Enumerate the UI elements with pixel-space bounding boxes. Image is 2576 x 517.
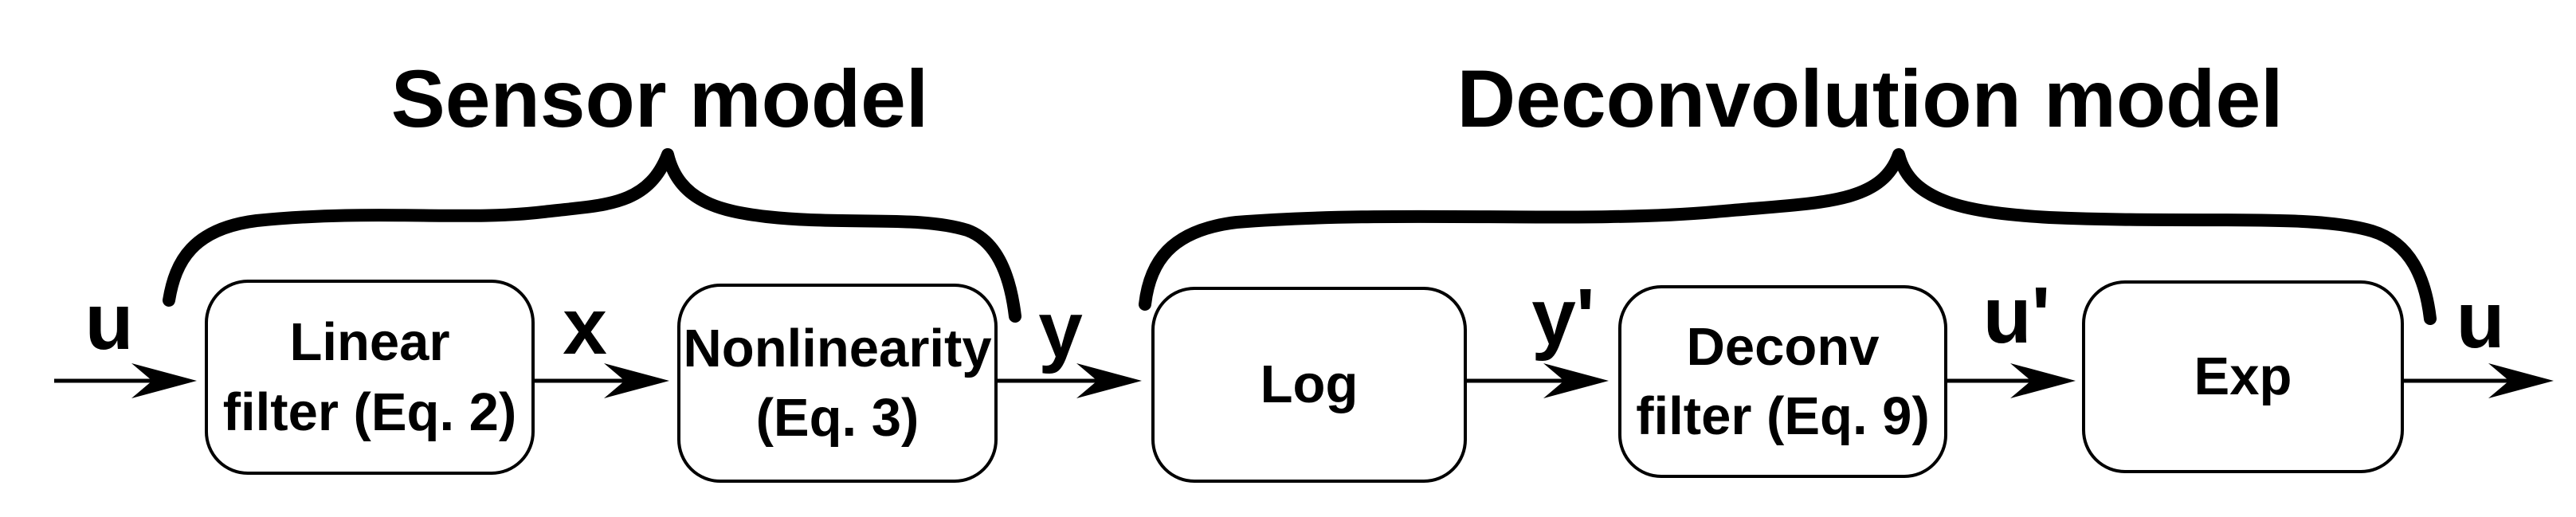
signal-label-u-prime: u' <box>1982 271 2051 360</box>
arrow-deconv-to-exp <box>1947 363 2076 398</box>
arrowhead <box>2010 363 2076 398</box>
output-arrow <box>2404 363 2554 398</box>
sensor-model-brace <box>163 148 1021 323</box>
linear-filter-label-line2: filter (Eq. 2) <box>222 382 517 442</box>
deconv-filter-label-line1: Deconv <box>1686 316 1880 377</box>
log-label: Log <box>1260 354 1359 415</box>
log-box: Log <box>1151 287 1467 483</box>
arrowhead <box>1076 363 1142 398</box>
linear-filter-label-line1: Linear <box>289 312 450 373</box>
arrow-log-to-deconv <box>1466 363 1609 398</box>
linear-filter-box: Linear filter (Eq. 2) <box>205 280 535 475</box>
nonlinearity-label-line2: (Eq. 3) <box>755 388 919 448</box>
nonlinearity-label-line1: Nonlinearity <box>683 318 992 378</box>
arrow-nonlinearity-to-log <box>998 363 1142 398</box>
signal-label-y-prime: y' <box>1531 272 1595 362</box>
brace-group <box>163 148 2437 325</box>
arrowhead <box>604 363 669 398</box>
deconvolution-model-brace <box>1139 148 2437 325</box>
arrow-linear-to-nonlinearity <box>535 363 669 398</box>
input-arrowhead <box>131 363 197 398</box>
signal-label-x: x <box>563 282 607 371</box>
exp-box: Exp <box>2082 280 2404 473</box>
sensor-model-title: Sensor model <box>390 53 929 144</box>
nonlinearity-box: Nonlinearity (Eq. 3) <box>677 284 998 483</box>
output-arrowhead <box>2488 363 2554 398</box>
arrow-group <box>54 363 2554 398</box>
deconv-filter-box: Deconv filter (Eq. 9) <box>1618 285 1947 478</box>
signal-label-output-u: u <box>2456 276 2505 365</box>
deconvolution-model-title: Deconvolution model <box>1457 53 2284 144</box>
arrowhead <box>1543 363 1609 398</box>
input-arrow <box>54 363 197 398</box>
signal-label-y: y <box>1038 285 1083 374</box>
exp-label: Exp <box>2194 347 2292 407</box>
signal-label-input-u: u <box>84 277 134 366</box>
deconv-filter-label-line2: filter (Eq. 9) <box>1636 386 1930 446</box>
